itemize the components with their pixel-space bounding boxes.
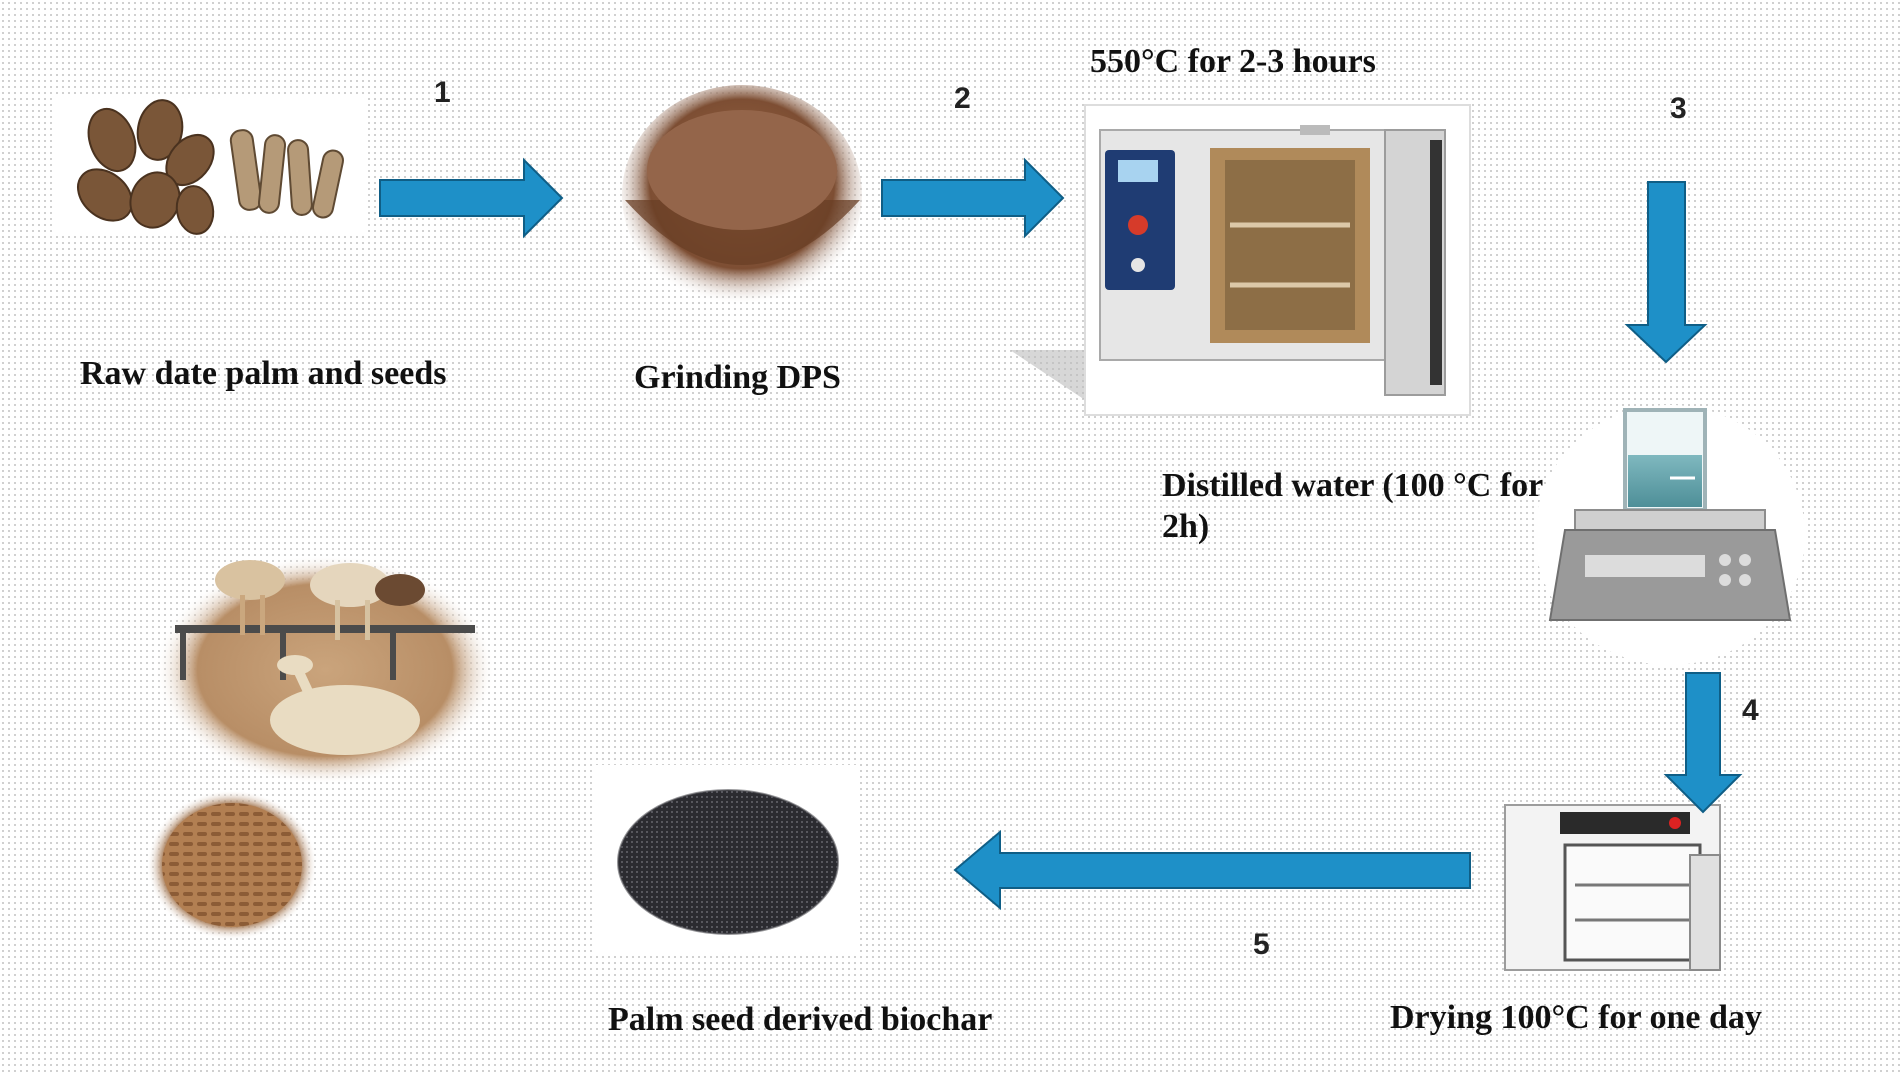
arrow-step-2	[881, 157, 1065, 239]
powder-bowl-image	[622, 85, 862, 305]
drying-oven-image	[1504, 804, 1721, 971]
step-number-4: 4	[1742, 694, 1759, 727]
step-number-3: 3	[1670, 92, 1687, 125]
beaker-scale-image	[1535, 405, 1805, 665]
biochar-pile-image	[595, 765, 860, 955]
label-distilled-water: Distilled water (100 °C for 2h)	[1162, 467, 1543, 545]
arrow-step-3	[1624, 181, 1708, 364]
label-raw-date-palm: Raw date palm and seeds	[80, 355, 447, 392]
date-seeds-image	[55, 95, 365, 235]
label-biochar: Palm seed derived biochar	[608, 1001, 993, 1038]
arrow-step-1	[379, 157, 564, 239]
camels-image	[155, 555, 495, 785]
label-drying: Drying 100°C for one day	[1390, 999, 1762, 1036]
label-grinding: Grinding DPS	[634, 359, 841, 396]
step-number-2: 2	[954, 82, 971, 115]
arrow-step-5	[953, 829, 1471, 911]
arrow-step-4	[1663, 672, 1743, 814]
step-number-5: 5	[1253, 928, 1270, 961]
feed-pellets-image	[147, 790, 317, 940]
step-number-1: 1	[434, 76, 451, 109]
muffle-furnace-image	[1010, 104, 1471, 416]
label-furnace-temp: 550°C for 2-3 hours	[1090, 43, 1376, 80]
